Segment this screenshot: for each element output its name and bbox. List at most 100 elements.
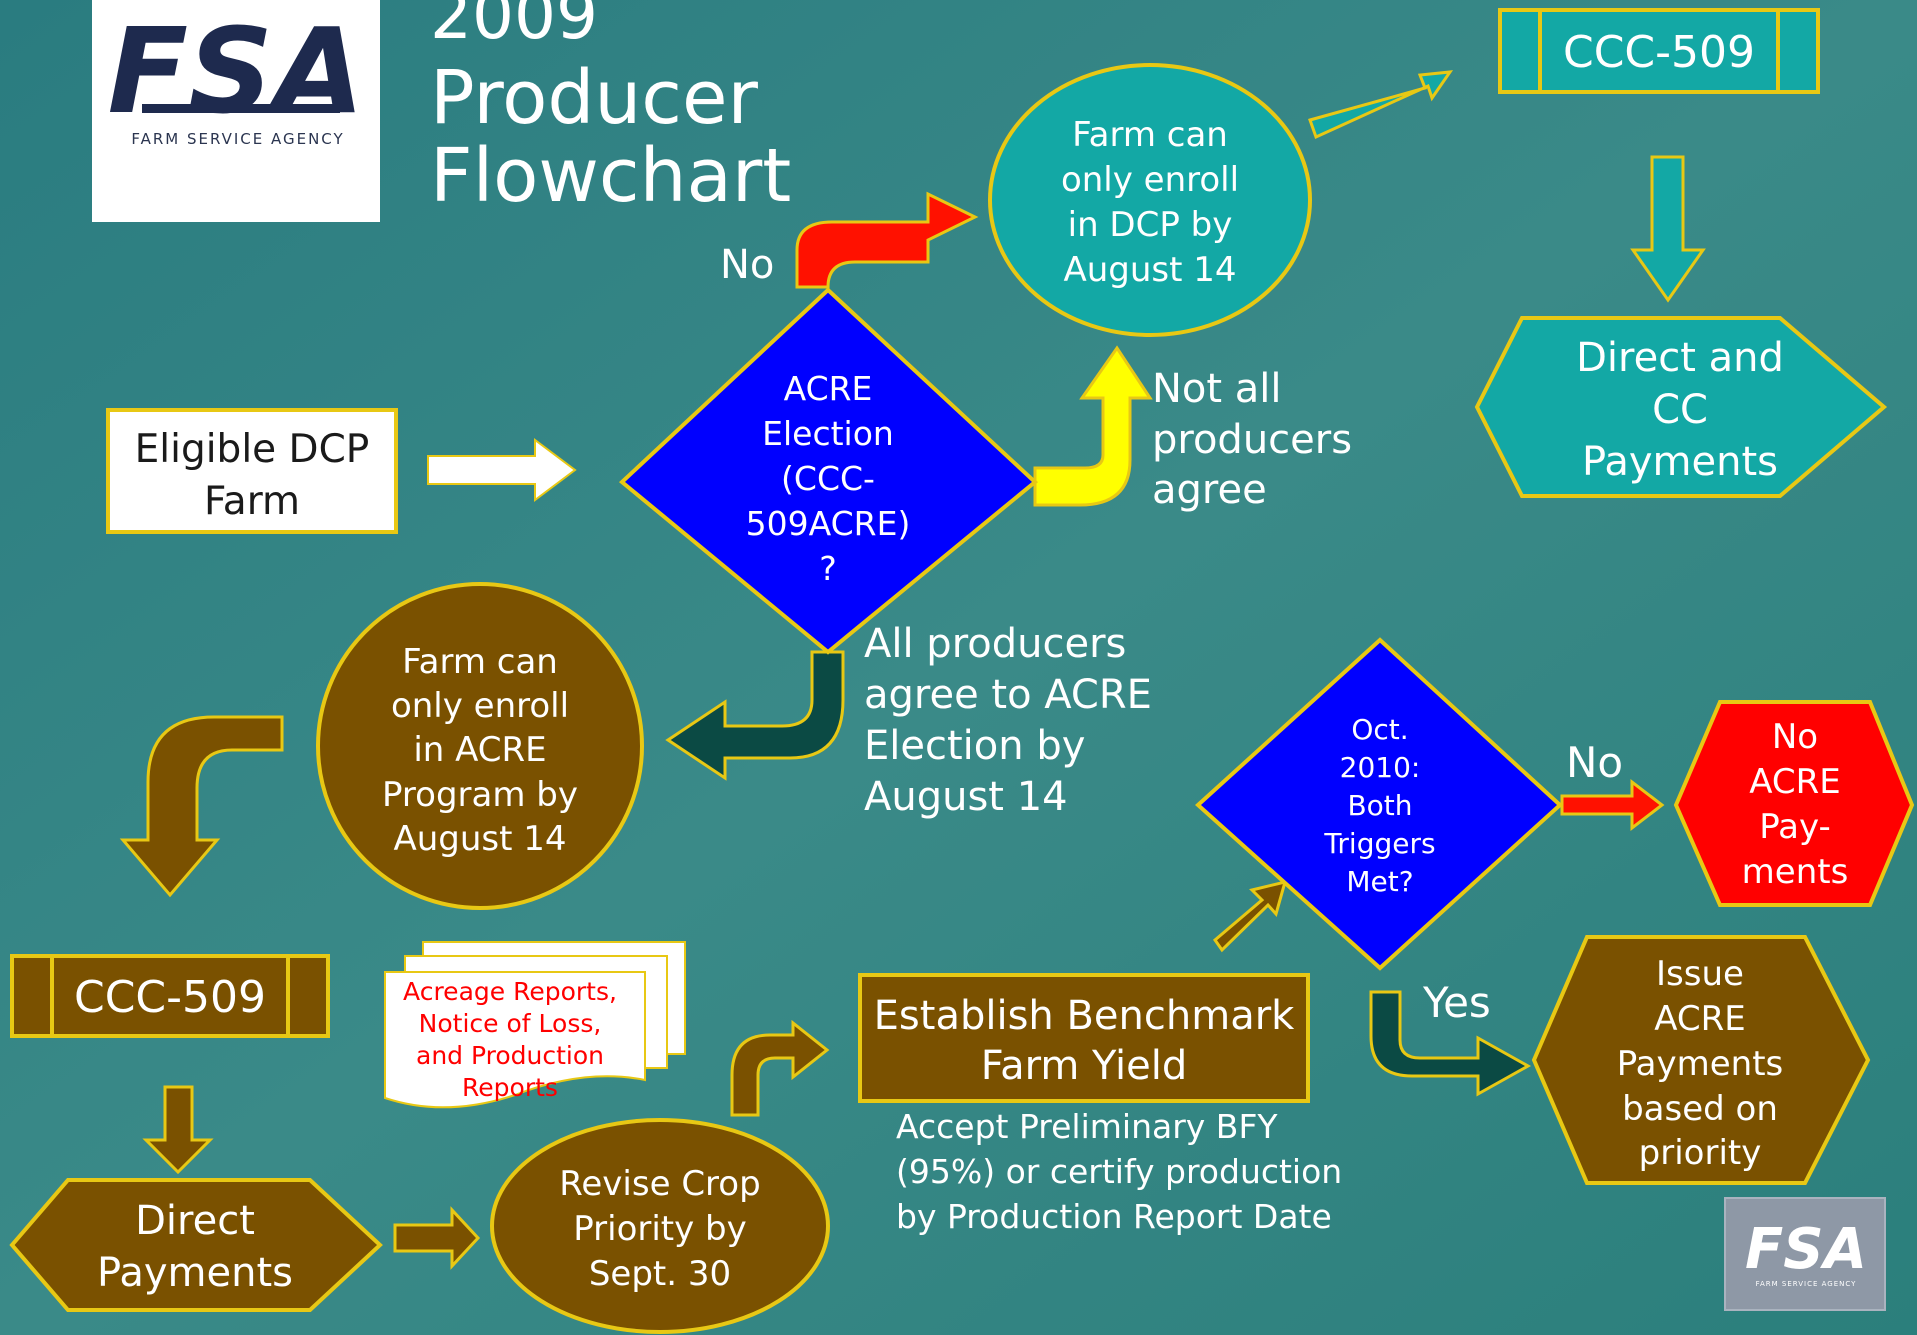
node-label: Election [762, 414, 894, 453]
node-ccc509-top: CCC-509 [1498, 8, 1820, 94]
node-label: Pay- [1759, 807, 1831, 847]
node-label: Program by [382, 775, 578, 815]
node-label: Issue [1656, 954, 1744, 994]
node-label: Sept. 30 [589, 1254, 731, 1294]
node-label: Revise Crop [559, 1164, 760, 1204]
node-direct-cc-payments: Direct and CC Payments [1474, 316, 1888, 498]
edge-label-all-agree: All producers agree to ACRE Election by … [864, 621, 1152, 820]
node-label: Farm can [1072, 115, 1228, 155]
node-label: priority [1639, 1133, 1762, 1173]
edge-label-line: producers [1152, 417, 1352, 463]
note-line: (95%) or certify production [896, 1152, 1342, 1191]
node-label: Direct and [1576, 335, 1784, 381]
node-ccc509-bottom: CCC-509 [10, 954, 330, 1038]
arrow-not-all-to-dcp [1033, 345, 1153, 507]
node-label: ACRE [1749, 762, 1841, 802]
edge-label-line: Election by [864, 723, 1085, 769]
node-label: 509ACRE) [746, 504, 911, 543]
edge-label-line: Not all [1152, 366, 1282, 412]
node-label: Establish Benchmark [874, 993, 1296, 1039]
node-label: Triggers [1323, 827, 1435, 860]
arrow-dcp-to-ccc509 [1308, 70, 1454, 140]
fsa-logo-small-subtitle: FARM SERVICE AGENCY [1756, 1280, 1857, 1288]
node-label: Payments [1617, 1044, 1784, 1084]
node-label: Reports [462, 1073, 558, 1102]
node-acre-election-decision: ACRE Election (CCC- 509ACRE) ? [618, 287, 1039, 655]
note-line: Accept Preliminary BFY [896, 1107, 1278, 1146]
edge-label-line: August 14 [864, 774, 1068, 820]
title-line-2: Producer [430, 55, 758, 141]
node-reports: Acreage Reports, Notice of Loss, and Pro… [384, 941, 686, 1109]
node-acre-only: Farm can only enroll in ACRE Program by … [316, 582, 644, 910]
node-label: CCC-509 [1563, 27, 1755, 78]
edge-label-yes: Yes [1422, 978, 1491, 1027]
node-label: 2010: [1340, 751, 1421, 784]
arrow-direct-to-revise [393, 1206, 481, 1270]
node-label: Farm [204, 479, 300, 524]
node-label: CCC-509 [74, 972, 266, 1023]
node-label: Payments [97, 1250, 293, 1296]
edge-label-not-all-agree: Not all producers agree [1152, 366, 1352, 513]
arrow-revise-to-benchmark [730, 1019, 830, 1117]
node-label: Direct [135, 1198, 255, 1244]
title-line-1: 2009 [430, 0, 598, 54]
node-eligible-dcp-farm: Eligible DCP Farm [106, 408, 398, 534]
node-label: Priority by [573, 1209, 747, 1249]
arrow-ccc509-to-direct-cc [1630, 155, 1706, 303]
arrow-triggers-to-issue-acre [1369, 990, 1532, 1097]
fsa-logo: FSA FARM SERVICE AGENCY [92, 0, 380, 222]
arrow-ccc509-to-direct [142, 1085, 214, 1175]
edge-label-line: agree to ACRE [864, 672, 1152, 718]
page-title: 2009 Producer Flowchart [430, 0, 791, 219]
benchmark-note: Accept Preliminary BFY (95%) or certify … [896, 1107, 1342, 1236]
node-label: Farm Yield [981, 1043, 1188, 1089]
node-label: in DCP by [1068, 205, 1233, 245]
node-label: Acreage Reports, [403, 977, 617, 1006]
node-label: and Production [416, 1041, 604, 1070]
node-label: Both [1347, 789, 1412, 822]
title-line-3: Flowchart [430, 133, 791, 219]
node-label: Oct. [1351, 713, 1408, 746]
edge-label-line: agree [1152, 467, 1267, 513]
node-label: only enroll [391, 686, 569, 726]
node-issue-acre-payments: Issue ACRE Payments based on priority [1531, 935, 1871, 1185]
node-label: Farm can [402, 642, 558, 682]
arrow-eligible-to-election [427, 438, 577, 502]
node-label: ACRE [1654, 999, 1746, 1039]
node-label: (CCC- [781, 459, 875, 498]
arrow-triggers-to-no-acre [1560, 778, 1665, 832]
edge-label-no-top: No [720, 242, 774, 288]
node-triggers-decision: Oct. 2010: Both Triggers Met? [1195, 637, 1563, 971]
node-revise-crop-priority: Revise Crop Priority by Sept. 30 [490, 1118, 830, 1334]
fsa-logo-subtitle: FARM SERVICE AGENCY [131, 130, 344, 148]
node-label: Met? [1346, 865, 1413, 898]
edge-label-line: All producers [864, 621, 1126, 667]
arrow-all-agree-to-acre [665, 650, 845, 781]
fsa-logo-letters: FSA [108, 2, 365, 140]
node-direct-payments: Direct Payments [9, 1178, 383, 1312]
node-label: August 14 [1063, 250, 1236, 290]
node-label: ACRE [784, 369, 873, 408]
node-label: in ACRE [413, 730, 546, 770]
fsa-logo-small: FSA FARM SERVICE AGENCY [1724, 1197, 1886, 1311]
fsa-logo-small-letters: FSA [1745, 1217, 1867, 1282]
node-label: August 14 [393, 819, 566, 859]
node-label: No [1772, 717, 1818, 757]
node-dcp-only: Farm can only enroll in DCP by August 14 [988, 63, 1312, 337]
arrow-benchmark-to-triggers [1212, 879, 1288, 953]
node-label: ? [819, 549, 837, 588]
node-label: ments [1742, 852, 1849, 892]
node-label: only enroll [1061, 160, 1239, 200]
arrow-no-to-dcp [795, 191, 979, 289]
edge-label-no-right: No [1566, 738, 1623, 787]
arrow-acre-to-ccc509 [119, 715, 284, 898]
note-line: by Production Report Date [896, 1197, 1332, 1236]
node-label: Payments [1582, 439, 1778, 485]
node-benchmark-farm-yield: Establish Benchmark Farm Yield [858, 973, 1310, 1103]
node-no-acre-payments: No ACRE Pay- ments [1673, 700, 1915, 907]
node-label: Notice of Loss, [419, 1009, 602, 1038]
node-label: CC [1652, 387, 1708, 433]
node-label: based on [1622, 1089, 1778, 1129]
node-label: Eligible DCP [135, 427, 370, 472]
